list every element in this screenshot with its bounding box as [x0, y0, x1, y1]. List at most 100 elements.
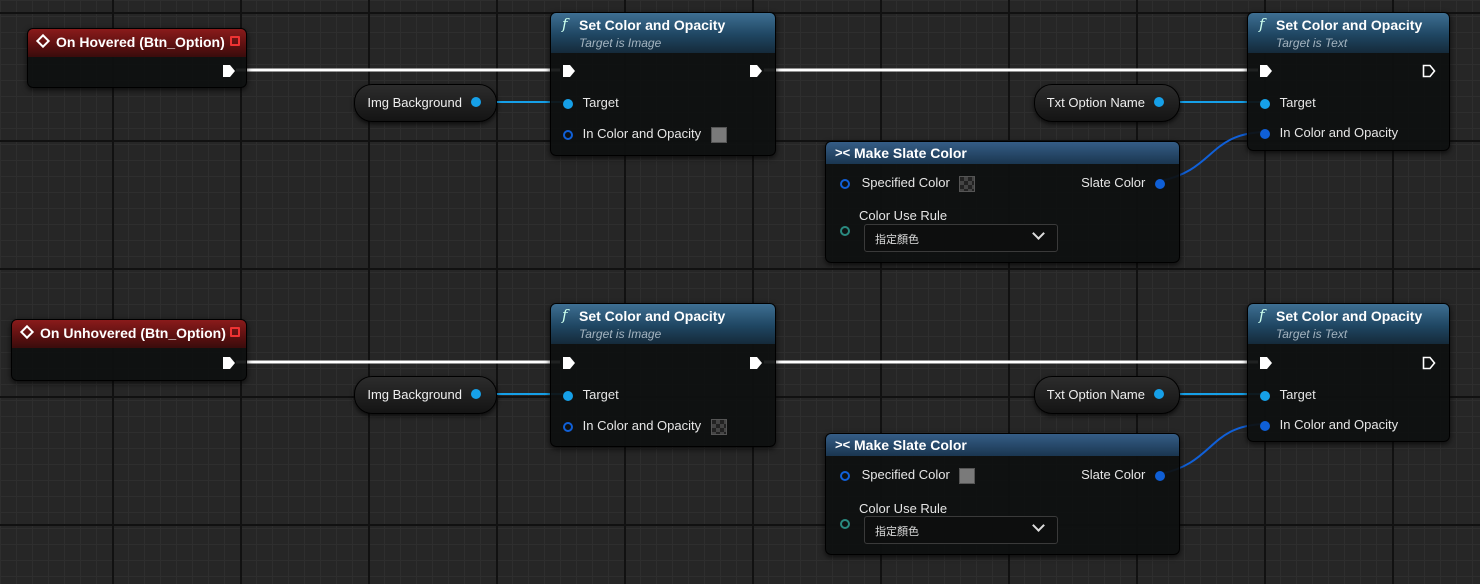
target-pin-row[interactable]: Target: [1260, 387, 1316, 402]
pin-label: Specified Color: [861, 175, 950, 190]
target-pin[interactable]: [1260, 390, 1270, 401]
color-rule-dropdown[interactable]: 指定顏色: [864, 224, 1058, 252]
color-pin-row[interactable]: In Color and Opacity: [563, 126, 727, 143]
exec-in-pin[interactable]: [1259, 64, 1273, 78]
exec-out-pin[interactable]: [1422, 64, 1436, 78]
color-rule-label: Color Use Rule: [859, 208, 948, 223]
variable-label: Txt Option Name: [1046, 95, 1145, 110]
variable-label: Img Background: [367, 95, 462, 110]
slate-color-out-pin[interactable]: [1155, 178, 1165, 189]
delegate-pin-icon[interactable]: [230, 36, 240, 46]
color-swatch[interactable]: [959, 175, 976, 192]
color-swatch[interactable]: [710, 126, 727, 143]
specified-color-pin[interactable]: [840, 178, 850, 189]
slate-color-out-pin[interactable]: [1155, 470, 1165, 481]
color-rule-pin[interactable]: [840, 226, 850, 236]
function-header: f Set Color and Opacity Target is Image: [551, 304, 775, 344]
make-slate-color-node[interactable]: >< Make Slate Color Specified Color Slat…: [825, 433, 1180, 555]
color-pin[interactable]: [563, 421, 573, 432]
target-pin-row[interactable]: Target: [1260, 95, 1316, 110]
exec-in-pin[interactable]: [562, 64, 576, 78]
variable-img-background[interactable]: Img Background: [354, 376, 497, 414]
event-node-on-unhovered[interactable]: On Unhovered (Btn_Option): [11, 319, 247, 381]
specified-color-row[interactable]: Specified Color: [840, 175, 976, 192]
make-struct-icon: ><: [835, 145, 851, 160]
slate-color-out-row[interactable]: Slate Color: [1081, 467, 1165, 482]
make-slate-color-node[interactable]: >< Make Slate Color Specified Color Slat…: [825, 141, 1180, 263]
event-node-header: On Unhovered (Btn_Option): [12, 320, 246, 348]
event-title: On Hovered (Btn_Option): [56, 34, 225, 50]
object-out-pin[interactable]: [471, 389, 481, 399]
slate-color-out-row[interactable]: Slate Color: [1081, 175, 1165, 190]
variable-txt-option-name[interactable]: Txt Option Name: [1034, 84, 1180, 122]
make-struct-icon: ><: [835, 437, 851, 452]
dropdown-value: 指定顏色: [875, 234, 919, 246]
color-pin[interactable]: [563, 129, 573, 140]
function-icon: f: [1259, 15, 1265, 33]
object-out-pin[interactable]: [471, 97, 481, 107]
event-node-on-hovered[interactable]: On Hovered (Btn_Option): [27, 28, 247, 88]
pure-header: >< Make Slate Color: [826, 142, 1179, 164]
object-out-pin[interactable]: [1154, 389, 1164, 399]
color-rule-pin[interactable]: [840, 519, 850, 529]
pin-label: In Color and Opacity: [582, 418, 702, 433]
color-swatch[interactable]: [959, 467, 976, 484]
color-pin-row[interactable]: In Color and Opacity: [1260, 417, 1398, 432]
color-pin[interactable]: [1260, 128, 1270, 139]
object-out-pin[interactable]: [1154, 97, 1164, 107]
variable-label: Txt Option Name: [1046, 387, 1145, 402]
exec-out-pin[interactable]: [749, 64, 763, 78]
function-header: f Set Color and Opacity Target is Text: [1248, 13, 1449, 53]
set-color-text-node[interactable]: f Set Color and Opacity Target is Text T…: [1247, 12, 1450, 151]
variable-txt-option-name[interactable]: Txt Option Name: [1034, 376, 1180, 414]
variable-img-background[interactable]: Img Background: [354, 84, 497, 122]
function-icon: f: [1259, 306, 1265, 324]
color-pin-row[interactable]: In Color and Opacity: [1260, 125, 1398, 140]
function-header: f Set Color and Opacity Target is Text: [1248, 304, 1449, 344]
target-pin-row[interactable]: Target: [563, 95, 619, 110]
pin-label: Target: [582, 387, 619, 402]
function-title: Set Color and Opacity: [1276, 17, 1423, 33]
node-title: Make Slate Color: [854, 145, 967, 161]
exec-out-pin[interactable]: [1422, 356, 1436, 370]
color-swatch[interactable]: [710, 418, 727, 435]
function-title: Set Color and Opacity: [579, 308, 726, 324]
specified-color-row[interactable]: Specified Color: [840, 467, 976, 484]
delegate-pin-icon[interactable]: [230, 327, 240, 337]
target-pin[interactable]: [1260, 98, 1270, 109]
pin-label: In Color and Opacity: [582, 126, 702, 141]
function-subtitle: Target is Image: [579, 36, 662, 50]
pin-label: Specified Color: [861, 467, 950, 482]
function-icon: f: [562, 15, 568, 33]
target-pin[interactable]: [563, 390, 573, 401]
color-rule-dropdown[interactable]: 指定顏色: [864, 516, 1058, 544]
pin-label: Slate Color: [1081, 175, 1146, 190]
target-pin[interactable]: [563, 98, 573, 109]
pin-label: Target: [1279, 95, 1316, 110]
function-header: f Set Color and Opacity Target is Image: [551, 13, 775, 53]
event-icon: [35, 33, 51, 49]
function-title: Set Color and Opacity: [579, 17, 726, 33]
function-title: Set Color and Opacity: [1276, 308, 1423, 324]
set-color-text-node[interactable]: f Set Color and Opacity Target is Text T…: [1247, 303, 1450, 442]
exec-out-pin[interactable]: [222, 64, 236, 78]
exec-out-pin[interactable]: [749, 356, 763, 370]
pin-label: Target: [582, 95, 619, 110]
pure-header: >< Make Slate Color: [826, 434, 1179, 456]
exec-in-pin[interactable]: [1259, 356, 1273, 370]
color-rule-label: Color Use Rule: [859, 501, 948, 516]
event-icon: [19, 324, 35, 340]
pin-label: In Color and Opacity: [1279, 125, 1399, 140]
color-pin-row[interactable]: In Color and Opacity: [563, 418, 727, 435]
function-subtitle: Target is Image: [579, 327, 662, 341]
set-color-image-node[interactable]: f Set Color and Opacity Target is Image …: [550, 12, 776, 156]
target-pin-row[interactable]: Target: [563, 387, 619, 402]
set-color-image-node[interactable]: f Set Color and Opacity Target is Image …: [550, 303, 776, 447]
specified-color-pin[interactable]: [840, 470, 850, 481]
exec-out-pin[interactable]: [222, 356, 236, 370]
color-pin[interactable]: [1260, 420, 1270, 431]
node-title: Make Slate Color: [854, 437, 967, 453]
event-node-header: On Hovered (Btn_Option): [28, 29, 246, 57]
exec-in-pin[interactable]: [562, 356, 576, 370]
chevron-down-icon: [1032, 227, 1045, 240]
